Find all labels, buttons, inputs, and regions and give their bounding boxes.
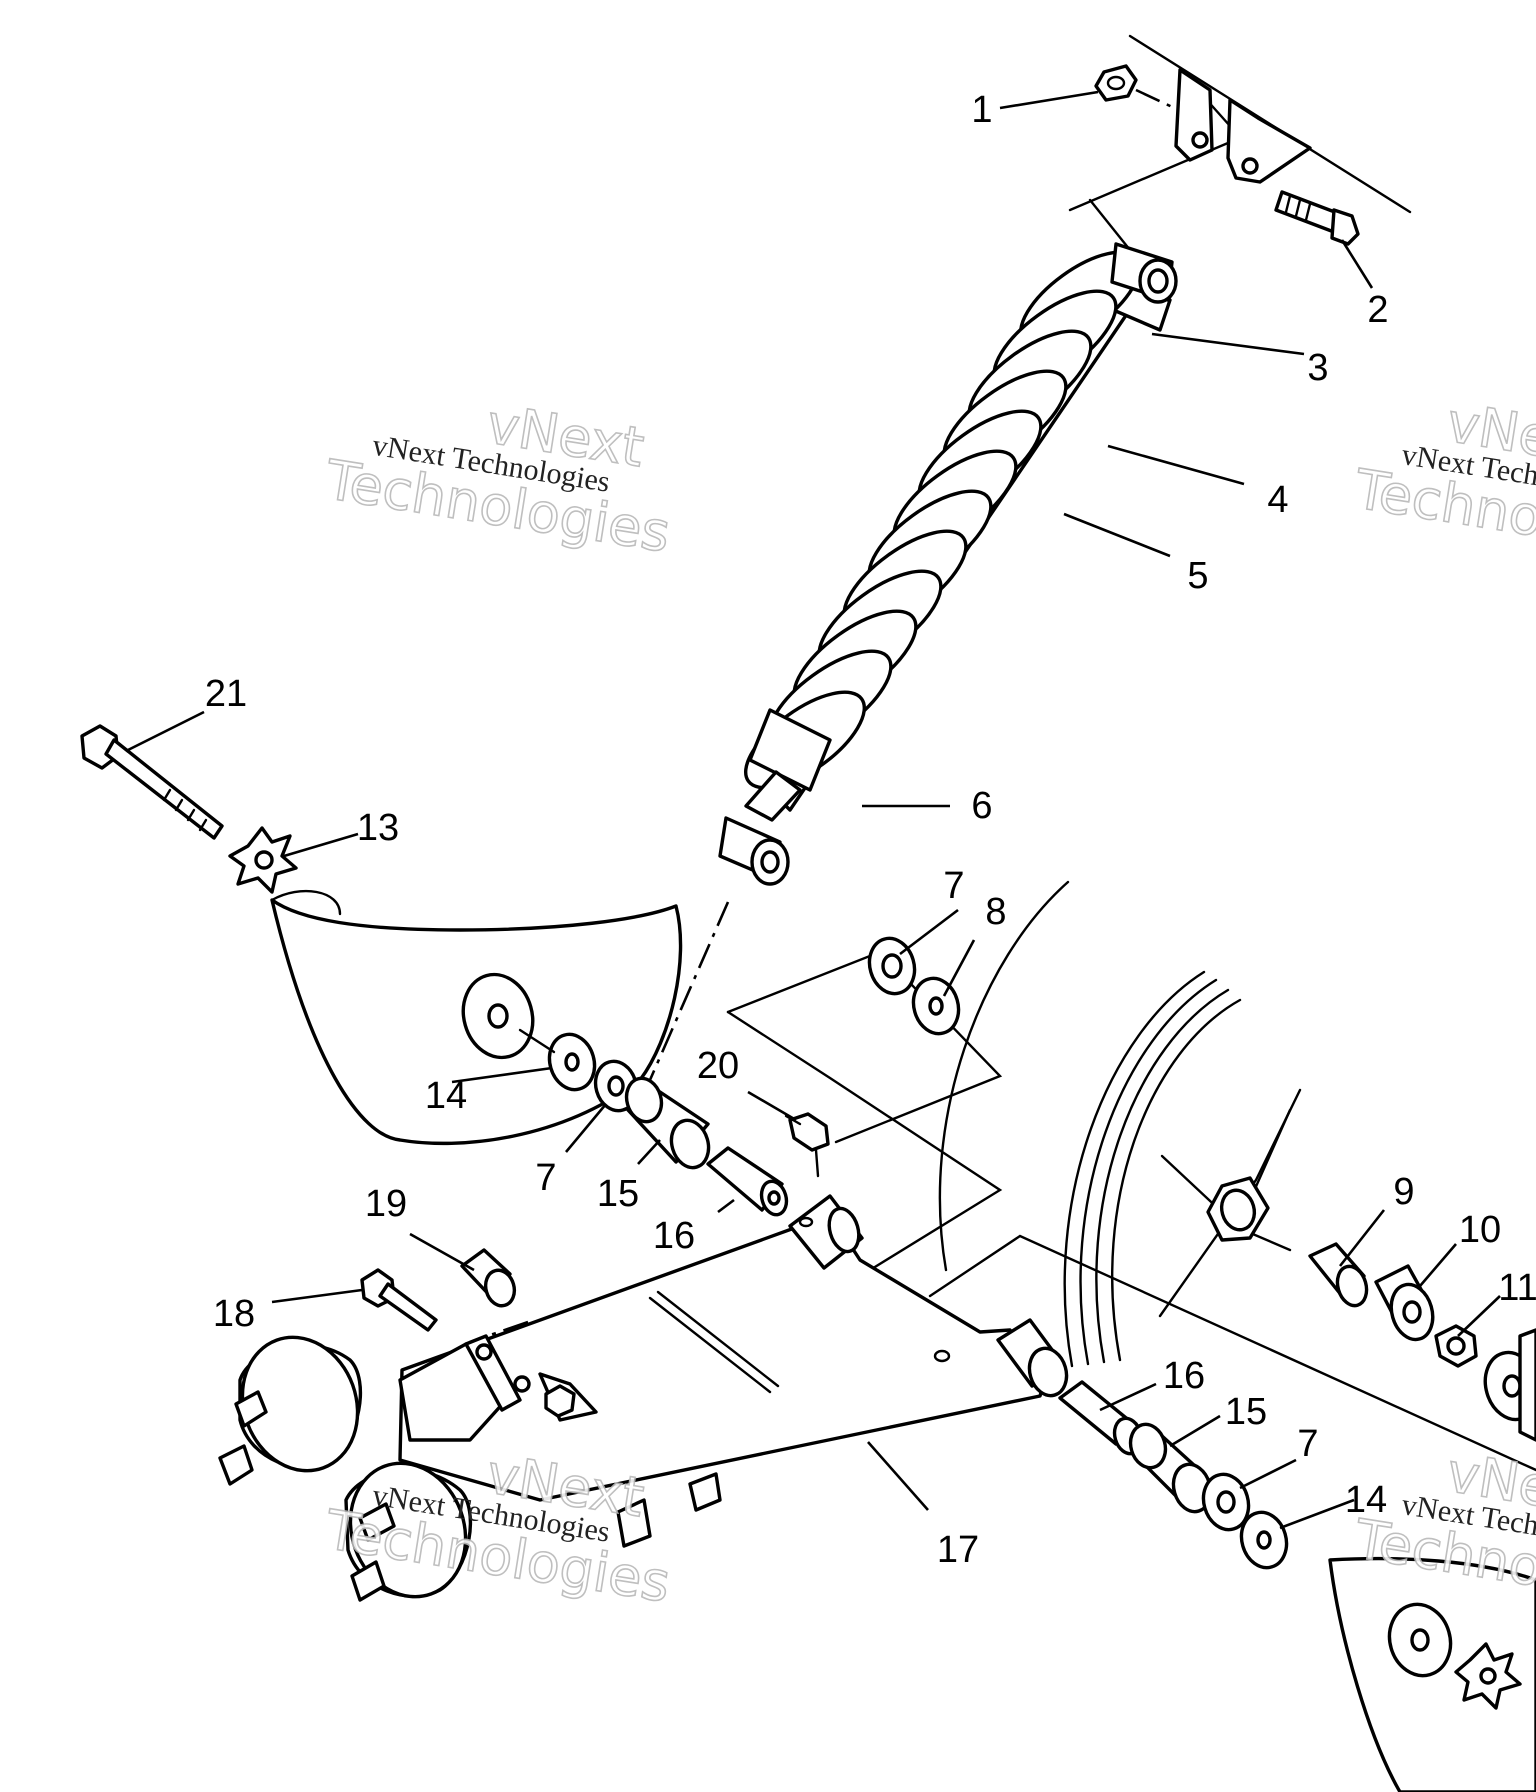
idler-hub-assembly bbox=[1158, 1088, 1302, 1318]
part-21-long-bolt bbox=[80, 724, 224, 840]
part-19-spacer bbox=[460, 1248, 517, 1308]
callout-1: 1 bbox=[971, 89, 992, 131]
callout-16-right: 16 bbox=[1163, 1355, 1205, 1397]
part-7-washer-upper bbox=[867, 936, 917, 996]
watermark-upper-left: vNext Technologies vNext Technologies bbox=[320, 392, 675, 566]
shock-top-eye bbox=[1110, 242, 1178, 304]
callout-10: 10 bbox=[1459, 1209, 1501, 1251]
callout-14-left: 14 bbox=[425, 1075, 467, 1117]
callout-15-left: 15 bbox=[597, 1173, 639, 1215]
part-16-sleeve-left bbox=[706, 1146, 789, 1217]
part-14-washer-right bbox=[1239, 1510, 1289, 1570]
callout-15-right: 15 bbox=[1225, 1391, 1267, 1433]
callout-9: 9 bbox=[1393, 1171, 1414, 1213]
callout-2: 2 bbox=[1367, 289, 1388, 331]
part-17-swing-arm bbox=[218, 1194, 1069, 1602]
callout-7-upper: 7 bbox=[943, 865, 964, 907]
part-1-nut bbox=[1094, 64, 1201, 122]
callout-14-right: 14 bbox=[1345, 1479, 1387, 1521]
callout-labels: 1 2 3 4 5 6 7 8 21 13 14 7 15 16 20 19 1… bbox=[205, 89, 1536, 1571]
right-mounting-plate bbox=[1328, 1556, 1536, 1792]
part-11-nut bbox=[1434, 1324, 1536, 1442]
part-9-spacer bbox=[1308, 1242, 1369, 1308]
watermark-lower-right: vNext Technologies vNext Technologies bbox=[1349, 1440, 1536, 1625]
callout-20: 20 bbox=[697, 1045, 739, 1087]
callout-7-left: 7 bbox=[535, 1157, 556, 1199]
callout-3: 3 bbox=[1307, 347, 1328, 389]
callout-4: 4 bbox=[1267, 479, 1288, 521]
callout-17: 17 bbox=[937, 1529, 979, 1571]
callout-7-right: 7 bbox=[1297, 1423, 1318, 1465]
callout-16-left: 16 bbox=[653, 1215, 695, 1257]
part-13-star-nut bbox=[228, 826, 298, 894]
callout-21: 21 bbox=[205, 673, 247, 715]
part-2-bolt bbox=[1274, 190, 1360, 246]
callout-13: 13 bbox=[357, 807, 399, 849]
shock-absorber bbox=[648, 242, 1178, 1081]
shock-spring bbox=[743, 250, 1142, 790]
upper-shock-mount-bracket bbox=[1174, 68, 1312, 184]
callout-18: 18 bbox=[213, 1293, 255, 1335]
callout-11: 11 bbox=[1498, 1267, 1536, 1309]
part-20-grease-fitting bbox=[784, 1112, 830, 1178]
callout-6: 6 bbox=[971, 785, 992, 827]
callout-5: 5 bbox=[1187, 555, 1208, 597]
part-7-washer-right bbox=[1201, 1472, 1251, 1532]
shock-bottom-eye bbox=[718, 816, 790, 886]
watermark-upper-right: vNext Technologies vNext Technologies bbox=[1349, 390, 1536, 575]
callout-leaders bbox=[127, 90, 1501, 1530]
callout-8: 8 bbox=[985, 891, 1006, 933]
part-15-bushing-left bbox=[624, 1076, 711, 1170]
part-15-bushing-right bbox=[1128, 1422, 1213, 1514]
part-10-bearing bbox=[1374, 1264, 1435, 1342]
part-18-bolt bbox=[360, 1268, 438, 1332]
callout-19: 19 bbox=[365, 1183, 407, 1225]
